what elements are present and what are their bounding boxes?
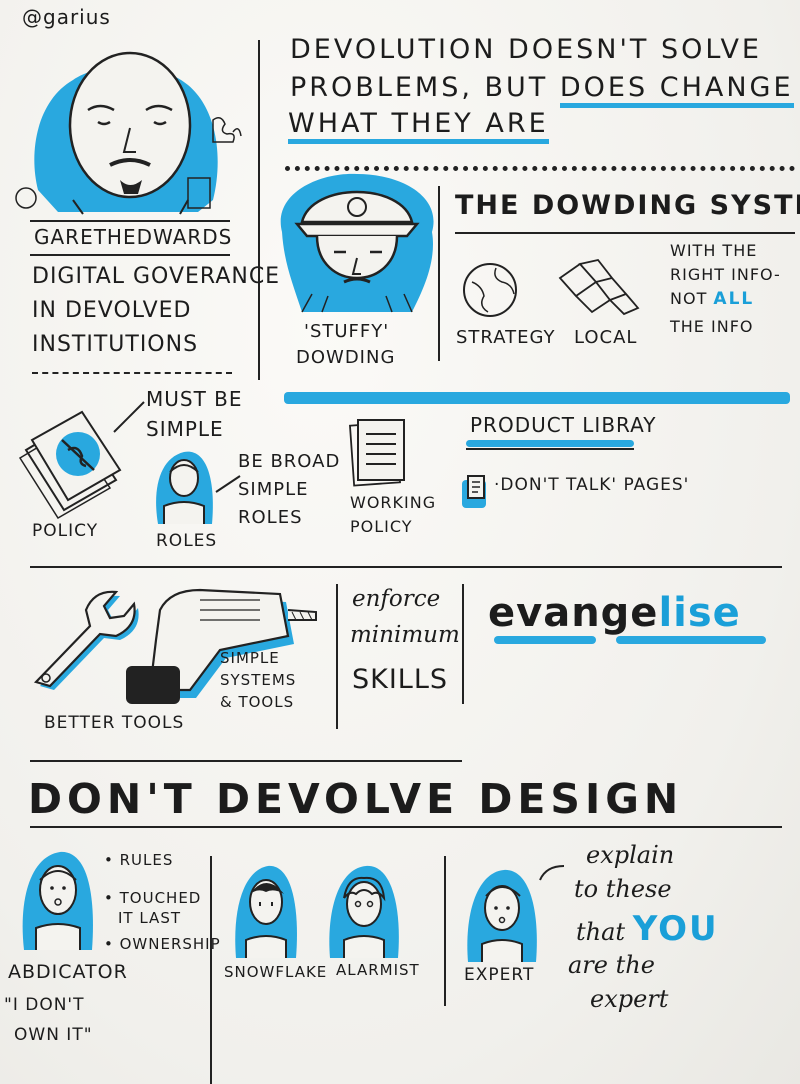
be-broad-1: BE BROAD — [238, 451, 341, 472]
map-tiles-icon — [558, 258, 640, 316]
be-broad-3: ROLES — [238, 507, 303, 528]
working-policy-2: POLICY — [350, 517, 413, 536]
abdicator-person-icon — [22, 851, 93, 950]
enforce-3: SKILLS — [352, 664, 449, 695]
wrench-icon — [33, 590, 139, 690]
page-icon — [467, 475, 485, 499]
divider-top — [258, 40, 260, 380]
policy-label: POLICY — [32, 521, 99, 541]
snowflake-person-icon — [235, 865, 297, 958]
divider-design — [30, 826, 782, 828]
evangelise-word: evangelise — [488, 590, 741, 636]
better-tools-label: BETTER TOOLS — [44, 713, 185, 733]
headline-line-1: DEVOLUTION DOESN'T SOLVE — [290, 34, 762, 65]
simple-systems-1: SIMPLE — [220, 649, 280, 667]
info-line-3: NOT ALL — [670, 289, 755, 309]
bullet-rules: • RULES — [104, 851, 174, 869]
local-label: LOCAL — [574, 327, 638, 348]
explain-5: expert — [590, 985, 669, 1013]
headline-line-3: WHAT THEY ARE — [288, 108, 549, 145]
talk-title-line-3: INSTITUTIONS — [32, 332, 199, 357]
bullet-touched-2: IT LAST — [118, 909, 182, 927]
divider-enforce — [462, 584, 464, 704]
explain-1: explain — [586, 841, 675, 869]
abdicator-quote-2: OWN IT" — [14, 1025, 93, 1045]
talk-title-line-2: IN DEVOLVED — [32, 298, 192, 323]
product-library-title: PRODUCT LIBRAY — [470, 413, 657, 437]
divider-tools-design — [30, 760, 462, 762]
twitter-handle: @garius — [22, 5, 111, 29]
expert-person-icon — [467, 869, 537, 962]
divider-policy-tools — [30, 566, 782, 568]
roles-person-icon — [156, 451, 213, 524]
roles-label: ROLES — [156, 531, 218, 551]
dowding-system-title: THE DOWDING SYSTEM — [455, 190, 800, 221]
alarmist-label: ALARMIST — [336, 961, 420, 979]
info-line-1: WITH THE — [670, 241, 758, 260]
enforce-2: minimum — [350, 622, 460, 648]
divider-dowding — [438, 186, 440, 361]
be-broad-2: SIMPLE — [238, 479, 309, 500]
divider-tools — [336, 584, 338, 729]
abdicator-quote-1: "I DON'T — [4, 995, 85, 1015]
section-highlight-bar — [284, 392, 790, 404]
alarmist-person-icon — [329, 865, 399, 958]
snowflake-label: SNOWFLAKE — [224, 963, 328, 981]
info-line-4: THE INFO — [670, 317, 754, 336]
speaker-name: GARETHEDWARDS — [34, 225, 233, 249]
policy-documents-icon — [18, 410, 122, 520]
simple-systems-2: SYSTEMS — [220, 671, 297, 689]
dowding-portrait — [280, 173, 434, 313]
working-policy-document-icon — [349, 419, 405, 487]
abdicator-label: ABDICATOR — [8, 961, 128, 983]
info-line-2: RIGHT INFO- — [670, 265, 781, 284]
dowding-caption-2: DOWDING — [296, 347, 396, 368]
explain-2: to these — [574, 875, 672, 903]
strategy-label: STRATEGY — [456, 327, 556, 348]
talk-title-line-1: DIGITAL GOVERANCE — [32, 264, 281, 289]
expert-label: EXPERT — [464, 965, 535, 985]
headline-line-2: PROBLEMS, BUT DOES CHANGE — [290, 72, 794, 108]
dont-talk-pages: ·DON'T TALK' PAGES' — [494, 475, 690, 495]
explain-4: are the — [568, 951, 655, 979]
working-policy-1: WORKING — [350, 493, 437, 512]
must-be-simple-1: MUST BE — [146, 387, 243, 411]
headline-highlight: DOES CHANGE — [559, 72, 794, 108]
drill-icon — [126, 588, 317, 704]
divider-design-1 — [210, 856, 212, 1084]
globe-icon — [463, 263, 517, 317]
dowding-caption-1: 'STUFFY' — [304, 321, 390, 342]
speaker-portrait — [15, 51, 242, 215]
design-title: DON'T DEVOLVE DESIGN — [28, 775, 684, 823]
must-be-simple-2: SIMPLE — [146, 417, 224, 441]
simple-systems-3: & TOOLS — [220, 693, 295, 711]
enforce-1: enforce — [352, 586, 441, 612]
bullet-touched: • TOUCHED — [104, 889, 202, 907]
divider-design-2 — [444, 856, 446, 1006]
explain-3: that YOU — [576, 909, 719, 949]
bullet-ownership: • OWNERSHIP — [104, 935, 221, 953]
